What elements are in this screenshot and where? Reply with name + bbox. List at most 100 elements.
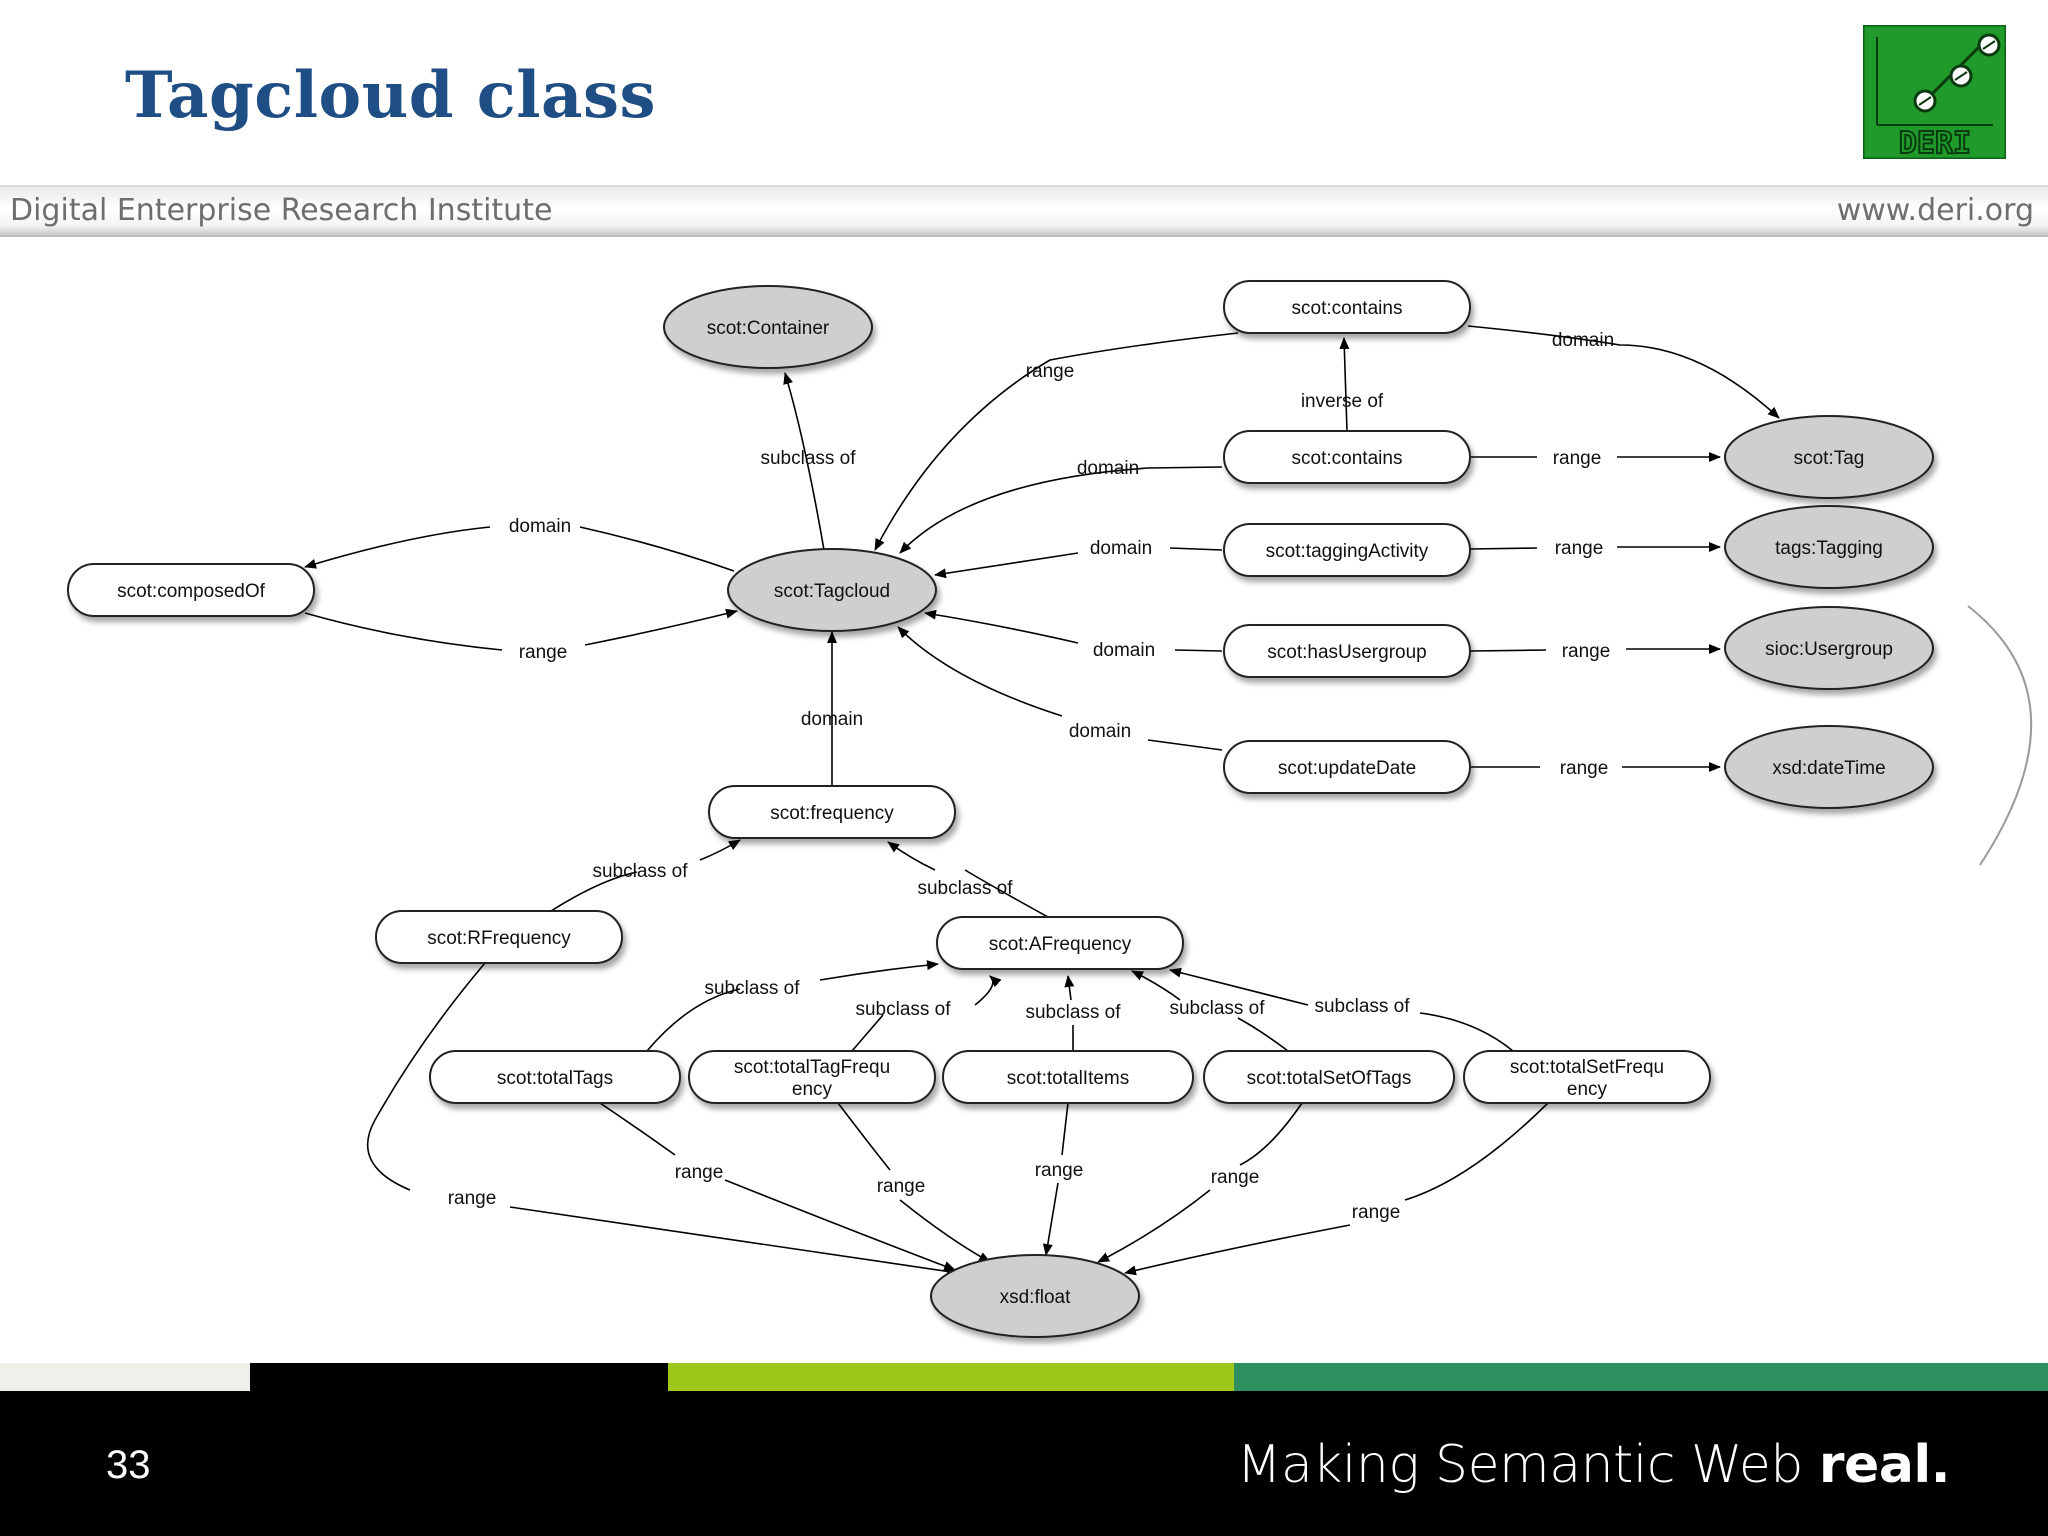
edge-e1 [783,372,825,551]
edge-e2 [874,332,1239,551]
strip-black [250,1363,668,1391]
edge-e10 [304,611,737,651]
property-node-shape [688,1050,936,1104]
edge-label-e2: range [1026,361,1075,382]
node-label: scot:contains [1292,298,1403,319]
node-taggingActivity: scot:taggingActivity [1223,523,1471,577]
strip-lime [668,1363,1234,1391]
edge-e13 [898,627,1223,751]
node-label: scot:composedOf [117,581,266,602]
edge-e7 [935,547,1223,575]
property-node-shape [429,1050,681,1104]
slide-title: Tagcloud class [125,58,657,133]
property-node-shape [1223,523,1471,577]
edge-e23 [366,962,958,1273]
edge-label-e16: subclass of [592,861,688,882]
node-label: scot:hasUsergroup [1267,642,1426,663]
ontology-diagram: scot:Container scot:contains scot:contains… [67,280,2032,1338]
edge-label-e17: subclass of [917,878,1013,899]
node-label: scot:totalItems [1007,1068,1130,1089]
edge-e12 [1469,649,1720,651]
edge-label-e26: range [1035,1160,1084,1181]
decorative-arc [1967,605,2032,866]
strip-light [0,1363,250,1391]
node-totalItems: scot:totalItems [942,1050,1194,1104]
node-hasUsergroup: scot:hasUsergroup [1223,624,1471,678]
edge-e19 [851,976,993,1052]
property-node-shape [1223,740,1471,794]
edge-label-e21: subclass of [1169,998,1265,1019]
node-label: scot:totalTags [497,1068,613,1089]
class-node-shape [930,1254,1140,1338]
edge-label-e1: subclass of [760,448,856,469]
node-contains1: scot:contains [1223,280,1471,334]
property-node-shape [936,916,1184,970]
edge-label-e3: domain [1552,330,1614,351]
edge-e17 [888,842,1049,918]
node-label: scot:contains [1292,448,1403,469]
website-url: www.deri.org [1836,193,2034,228]
node-float: xsd:float [930,1254,1140,1338]
node-label: xsd:float [1000,1287,1071,1308]
node-label: tags:Tagging [1775,538,1883,559]
node-label: scot:updateDate [1278,758,1416,779]
edge-e26 [1046,1102,1069,1255]
node-label: xsd:dateTime [1772,758,1885,779]
property-node-shape [1223,280,1471,334]
deri-logo: DERI [1863,25,2006,159]
edge-e20 [1068,976,1073,1051]
node-totalTags: scot:totalTags [429,1050,681,1104]
node-label: scot:Tag [1794,448,1865,469]
edge-label-e7: domain [1090,538,1152,559]
footer-bar: 33 Making Semantic Web real. [0,1391,2048,1536]
node-label: scot:frequency [770,803,894,824]
edge-label-e14: range [1560,758,1609,779]
edge-label-e28: range [1352,1202,1401,1223]
property-node-shape [1463,1050,1711,1104]
edge-label-e19: subclass of [855,999,951,1020]
tagline-regular: Making Semantic Web [1236,1435,1804,1495]
edge-label-e8: range [1555,538,1604,559]
property-node-shape [67,563,315,617]
node-updateDate: scot:updateDate [1223,740,1471,794]
node-label: scot:AFrequency [989,934,1132,955]
header-band: Digital Enterprise Research Institute ww… [0,185,2048,237]
node-label: sioc:Usergroup [1765,639,1893,660]
edge-label-e12: range [1562,641,1611,662]
node-label: scot:Container [707,318,830,339]
institute-name: Digital Enterprise Research Institute [10,193,553,228]
node-contains2: scot:contains [1223,430,1471,484]
property-node-shape [1223,624,1471,678]
class-node-shape [1724,725,1934,809]
edge-label-e10: range [519,642,568,663]
class-node-shape [1724,606,1934,690]
edge-label-e9: domain [509,516,571,537]
property-node-shape [1223,430,1471,484]
node-tagging: tags:Tagging [1724,505,1934,589]
node-afrequency: scot:AFrequency [936,916,1184,970]
edge-e27 [1098,1102,1303,1262]
node-tagcloud: scot:Tagcloud [727,548,937,632]
strip-teal [1234,1363,2048,1391]
edge-e5 [899,466,1223,554]
edge-e24 [599,1102,955,1270]
edge-e22 [1170,970,1514,1052]
edge-e11 [925,613,1223,652]
edge-label-e18: subclass of [704,978,800,999]
node-label: scot:taggingActivity [1266,541,1429,562]
edge-label-e15: domain [801,709,863,730]
edge-label-e24: range [675,1162,724,1183]
edge-e25 [837,1102,990,1262]
edge-e9 [305,526,735,571]
class-node-shape [663,285,873,369]
edge-label-e5: domain [1077,458,1139,479]
edge-label-e25: range [877,1176,926,1197]
node-label: scot:totalSetOfTags [1247,1068,1412,1089]
node-rfrequency: scot:RFrequency [375,910,623,964]
edge-e4 [1339,337,1350,432]
class-node-shape [1724,415,1934,499]
